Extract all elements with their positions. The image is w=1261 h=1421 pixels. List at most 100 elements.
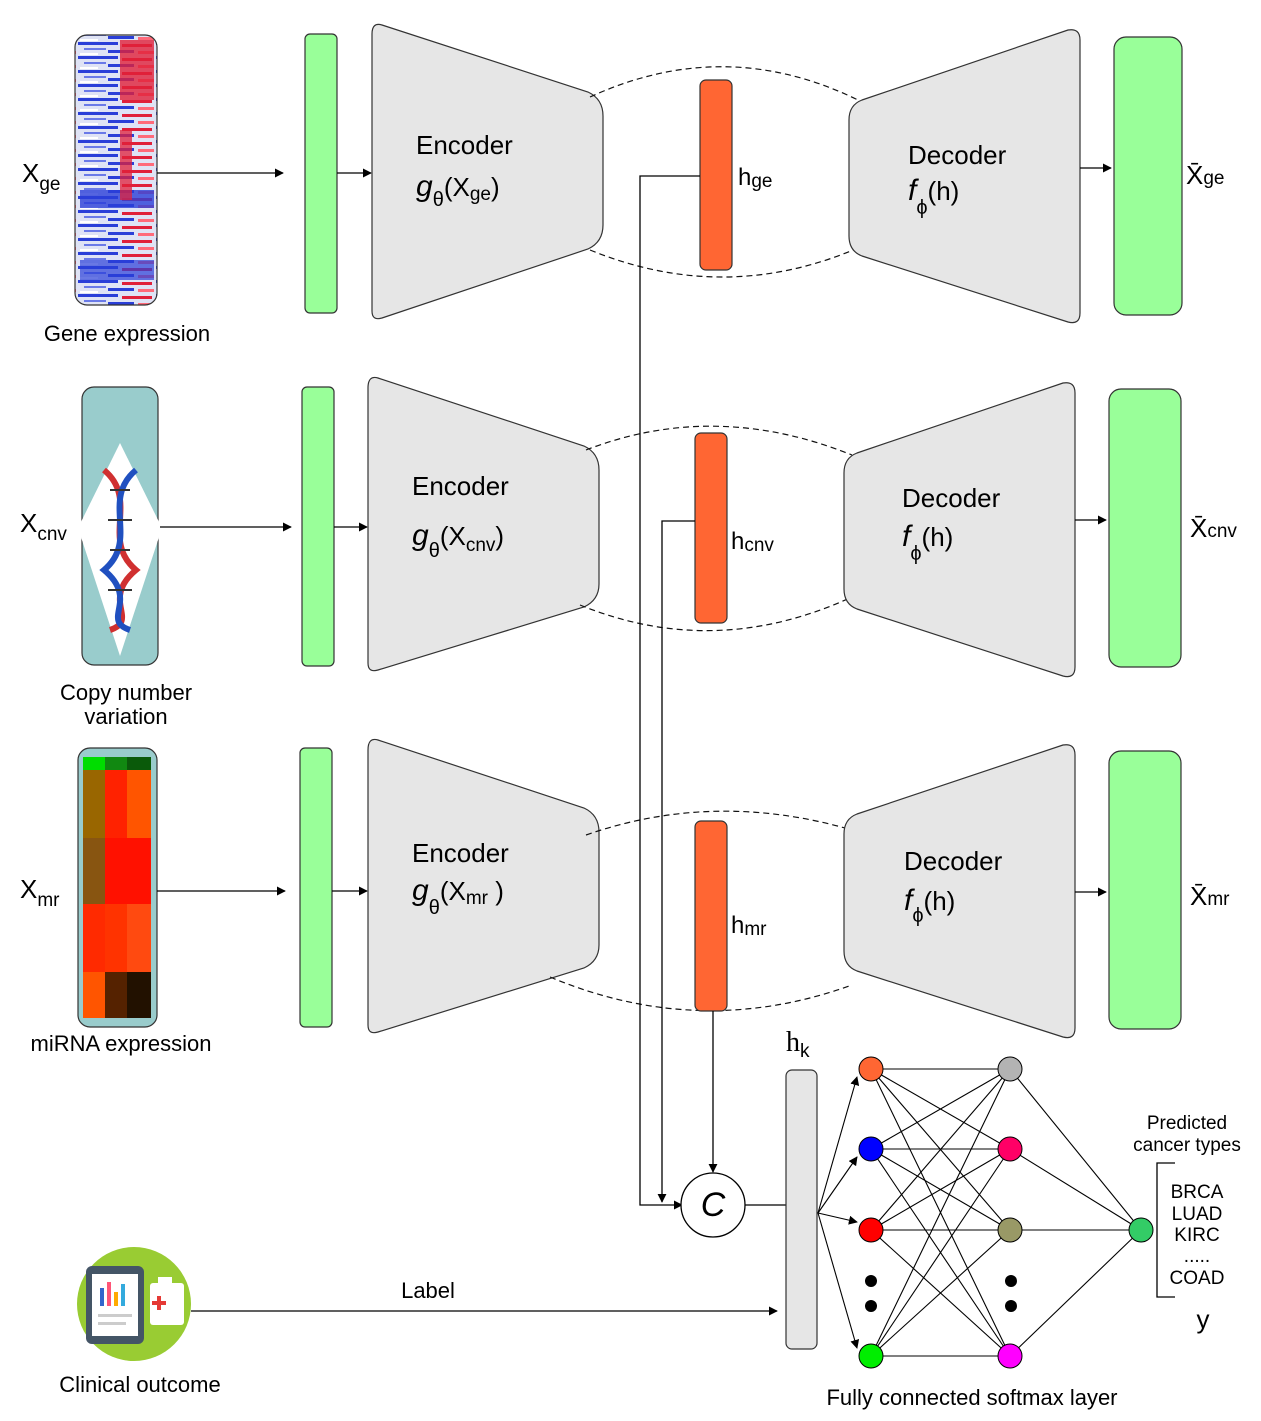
input-layer-ge xyxy=(304,33,338,314)
encoder-title-ge: Encoder xyxy=(416,130,513,160)
predicted-header-line2: cancer types xyxy=(1133,1135,1241,1156)
decoder-func-mr: fϕ(h) xyxy=(904,884,955,927)
encoder-shape-cnv xyxy=(367,376,600,672)
cancer-type-2: KIRC xyxy=(1174,1225,1219,1246)
decoder-shape-ge xyxy=(848,29,1081,324)
edge-input-2-hidden-0 xyxy=(870,1068,1011,1231)
caption-gene-expression: Gene expression xyxy=(44,321,210,346)
output-node xyxy=(1128,1217,1154,1243)
y-label: y xyxy=(1197,1304,1210,1334)
decoder-shape-mr xyxy=(843,744,1076,1039)
encoder-func-cnv: gθ(Xcnv) xyxy=(412,519,504,562)
output-layer-ge xyxy=(1113,36,1183,316)
predicted-header-line1: Predicted xyxy=(1147,1113,1227,1134)
edge-input-3-hidden-1 xyxy=(870,1148,1011,1357)
code-label-ge: hge xyxy=(738,164,773,192)
caption-copy-number-line1: Copy number xyxy=(60,680,192,705)
mirna-heatmap xyxy=(77,747,158,1028)
branch-gene-expression: Xge Gene expression Encoder gθ(Xge) hge … xyxy=(22,23,1224,346)
hidden-node-3 xyxy=(997,1343,1023,1369)
arrow-hk-to-input-node-3 xyxy=(817,1212,860,1349)
hk-to-nodes-arrows xyxy=(817,1076,860,1349)
input-label-ge: Xge xyxy=(22,158,60,195)
hk-label: hk xyxy=(786,1027,810,1062)
code-layer-mr xyxy=(694,820,728,1012)
input-node-2 xyxy=(858,1217,884,1243)
clinical-outcome-block: Clinical outcome Label xyxy=(59,1247,778,1397)
gene-expression-heatmap xyxy=(74,34,158,306)
edge-input-2-hidden-1 xyxy=(870,1148,1011,1231)
input-node-3 xyxy=(858,1343,884,1369)
decoder-func-ge: fϕ(h) xyxy=(908,174,959,219)
edge-hidden-0-output xyxy=(1009,1068,1142,1231)
caption-clinical-outcome: Clinical outcome xyxy=(59,1372,220,1397)
encoder-shape-ge xyxy=(371,23,604,320)
edge-hidden-3-output xyxy=(1009,1229,1142,1357)
decoder-shape-cnv xyxy=(843,382,1076,678)
encoder-shape-mr xyxy=(367,738,600,1034)
network-nodes xyxy=(858,1056,1154,1369)
prediction-block: Predicted cancer types BRCA LUAD KIRC ..… xyxy=(1133,1113,1241,1334)
decoder-title-cnv: Decoder xyxy=(902,483,1001,513)
input-node-0 xyxy=(858,1056,884,1082)
hidden-node-0 xyxy=(997,1056,1023,1082)
softmax-network: Fully connected softmax layer xyxy=(817,1056,1154,1410)
decoder-func-cnv: fϕ(h) xyxy=(902,520,953,565)
wire-hge-to-concat xyxy=(639,175,700,1210)
cancer-types-bracket xyxy=(1156,1162,1175,1298)
encoder-func-ge: gθ(Xge) xyxy=(416,170,500,211)
code-layer-cnv xyxy=(694,432,728,624)
input-node-1 xyxy=(858,1136,884,1162)
network-connections xyxy=(870,1068,1142,1357)
code-label-mr: hmr xyxy=(731,912,767,940)
arrow-hk-to-input-node-2 xyxy=(817,1212,858,1225)
hk-layer xyxy=(785,1069,818,1350)
encoder-func-mr: gθ(Xmr ) xyxy=(412,874,504,919)
latent-space-outline-cnv xyxy=(585,425,853,456)
joint-representation: hk xyxy=(785,1027,818,1350)
decoder-title-ge: Decoder xyxy=(908,140,1007,170)
ellipsis-dots-input xyxy=(865,1275,877,1312)
concat-symbol: C xyxy=(701,1186,726,1224)
output-layer-mr xyxy=(1108,750,1182,1030)
branch-mirna-expression: Xmr miRNA expression Encoder gθ(Xm xyxy=(20,738,1230,1056)
edge-input-1-hidden-0 xyxy=(870,1068,1011,1150)
output-label-mr: X̄mr xyxy=(1190,881,1230,911)
cancer-type-0: BRCA xyxy=(1171,1182,1224,1203)
caption-softmax-layer: Fully connected softmax layer xyxy=(826,1385,1117,1410)
edge-input-3-hidden-2 xyxy=(870,1229,1011,1357)
caption-mirna-expression: miRNA expression xyxy=(31,1031,212,1056)
output-layer-cnv xyxy=(1108,388,1182,668)
input-layer-cnv xyxy=(301,386,335,667)
ellipsis-dots-hidden xyxy=(1005,1275,1017,1312)
wire-hcnv-to-concat xyxy=(657,520,695,1203)
code-layer-ge xyxy=(699,79,733,271)
input-layer-mr xyxy=(299,747,333,1028)
arrow-hk-to-input-node-1 xyxy=(817,1156,858,1214)
hidden-node-2 xyxy=(997,1217,1023,1243)
decoder-title-mr: Decoder xyxy=(904,846,1003,876)
encoder-title-cnv: Encoder xyxy=(412,471,509,501)
latent-space-outline-cnv-bottom xyxy=(579,596,853,632)
edge-input-3-hidden-0 xyxy=(870,1068,1011,1357)
cancer-type-4: COAD xyxy=(1170,1268,1225,1289)
code-label-cnv: hcnv xyxy=(731,528,774,556)
edge-hidden-1-output xyxy=(1009,1148,1142,1231)
input-label-cnv: Xcnv xyxy=(20,508,67,545)
output-label-ge: X̄ge xyxy=(1186,160,1224,190)
arrow-hk-to-input-node-0 xyxy=(817,1076,860,1214)
latent-space-outline-mr xyxy=(585,810,853,836)
label-text: Label xyxy=(401,1278,455,1303)
input-label-mr: Xmr xyxy=(20,874,60,911)
output-label-cnv: X̄cnv xyxy=(1190,513,1237,543)
hidden-node-1 xyxy=(997,1136,1023,1162)
concat-connections: C xyxy=(639,175,786,1238)
latent-space-outline-ge xyxy=(589,66,859,101)
dna-helix-panel xyxy=(78,386,162,666)
caption-copy-number-line2: variation xyxy=(84,704,167,729)
cancer-type-1: LUAD xyxy=(1172,1204,1223,1225)
cancer-type-3: ..... xyxy=(1184,1246,1210,1267)
clinical-report-icon xyxy=(77,1247,191,1361)
branch-copy-number-variation: Xcnv Copy number variation Encoder gθ(Xc… xyxy=(20,376,1237,729)
